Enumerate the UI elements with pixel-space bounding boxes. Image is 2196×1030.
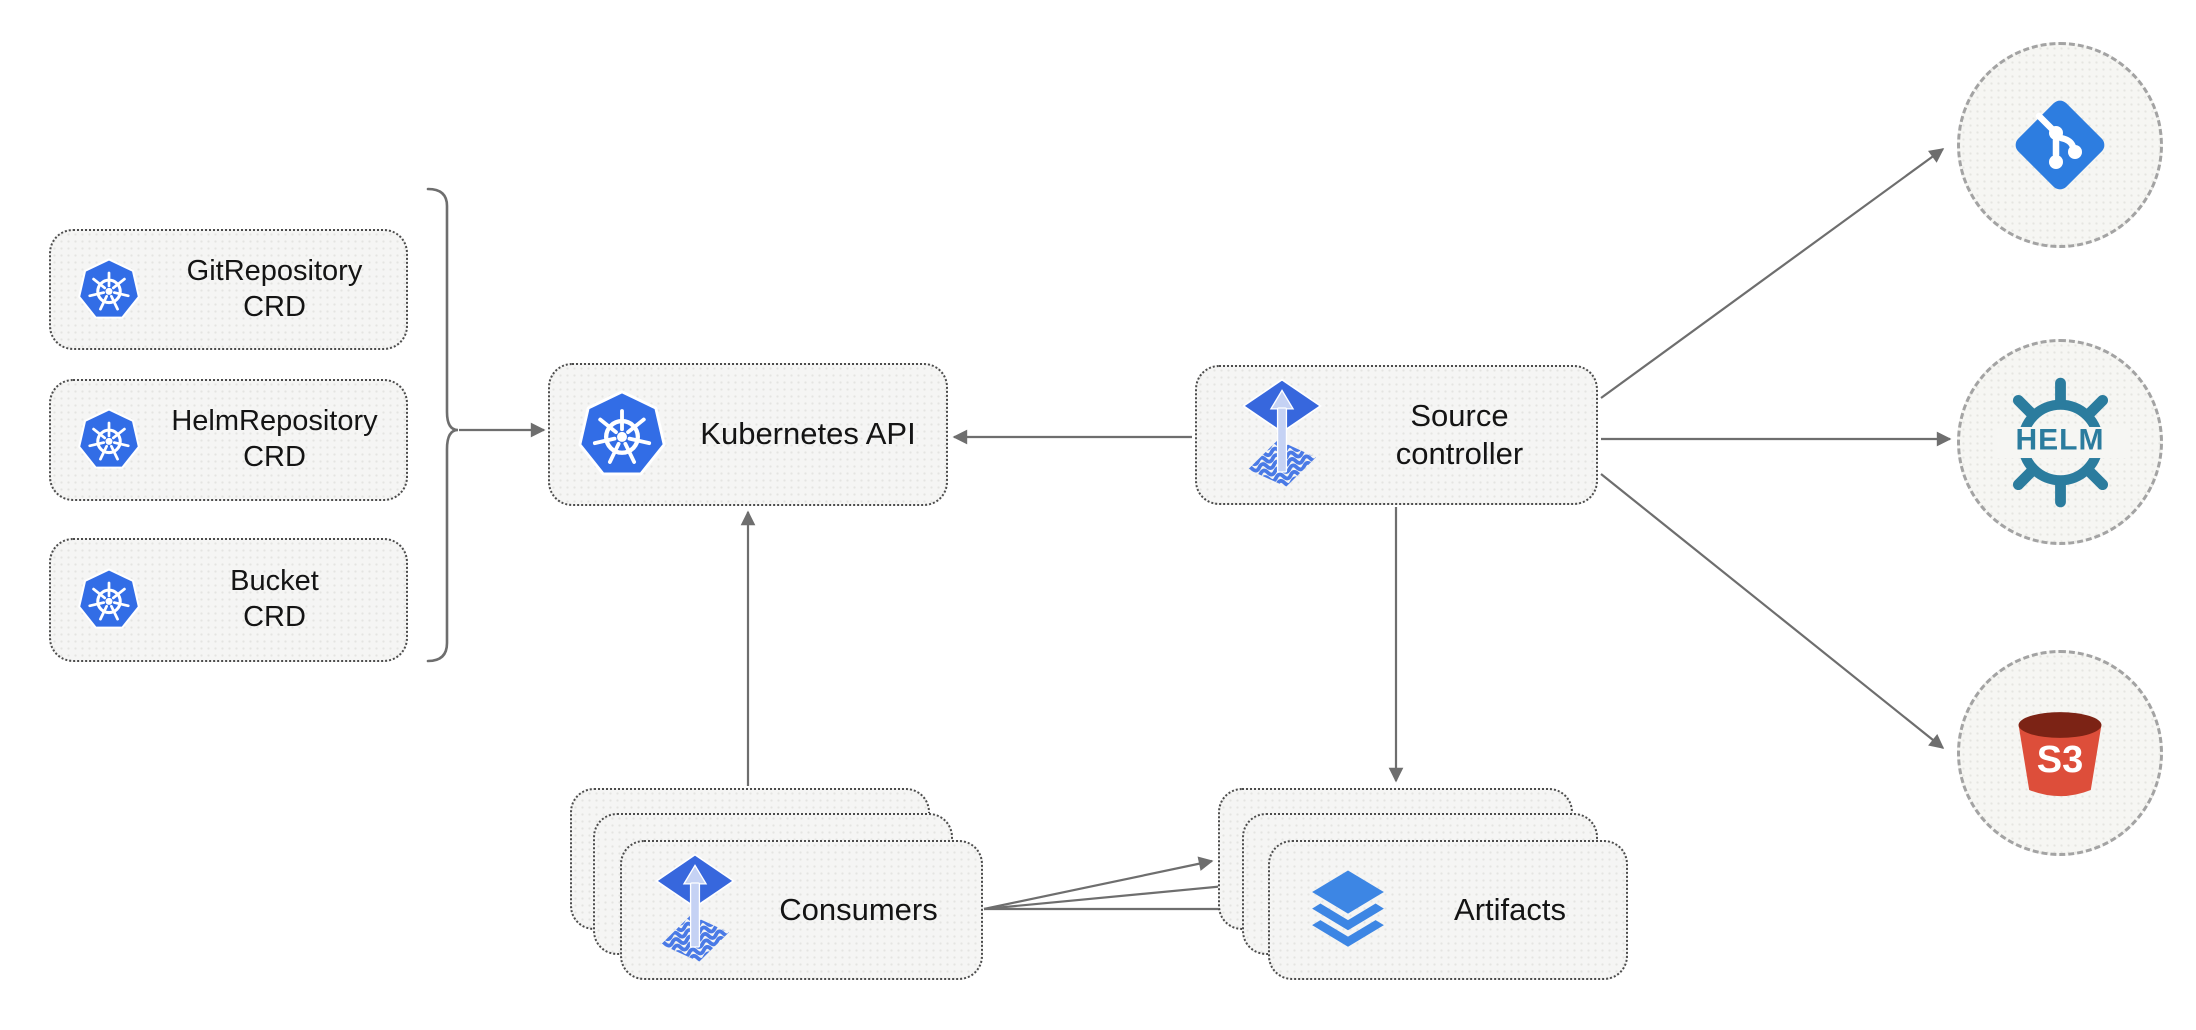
node-s3-remote: S3 [1957,650,2163,856]
helm-icon: HELM [1960,342,2160,542]
edge-source-controller-to-s3 [1600,473,1945,749]
edge-consumers-to-artifacts-1 [983,856,1214,911]
node-bucket-crd: Bucket CRD [49,538,408,662]
node-artifacts: Artifacts [1268,840,1628,980]
node-helmrepository-crd: HelmRepository CRD [49,379,408,501]
git-icon [2010,95,2110,195]
kubernetes-api-label: Kubernetes API [700,416,916,452]
gitrepository-crd-label: GitRepository CRD [186,254,363,323]
node-git-remote [1957,42,2163,248]
node-source-controller: Source controller [1195,365,1598,505]
kubernetes-icon [75,256,143,324]
flux-source-icon [1241,378,1323,493]
edge-source-controller-to-git [1600,148,1945,399]
node-helm-remote: HELM [1957,339,2163,545]
layers-icon [1302,864,1394,956]
crd-group-bracket [426,187,459,663]
helm-label: HELM [2015,423,2105,457]
kubernetes-icon [574,387,670,483]
node-consumers: Consumers [620,840,983,980]
source-controller-label: Source controller [1395,397,1524,471]
kubernetes-icon [75,566,143,634]
helmrepository-crd-label: HelmRepository CRD [171,405,378,473]
artifacts-label: Artifacts [1454,891,1566,927]
s3-bucket-icon: S3 [1960,653,2160,853]
flux-source-icon [654,853,736,968]
s3-label: S3 [2036,739,2084,782]
kubernetes-icon [75,406,143,474]
bucket-crd-label: Bucket CRD [230,565,319,633]
edge-consumers-to-artifacts-2 [983,878,1238,911]
node-kubernetes-api: Kubernetes API [548,363,948,506]
node-gitrepository-crd: GitRepository CRD [49,229,408,350]
consumers-label: Consumers [779,891,938,927]
